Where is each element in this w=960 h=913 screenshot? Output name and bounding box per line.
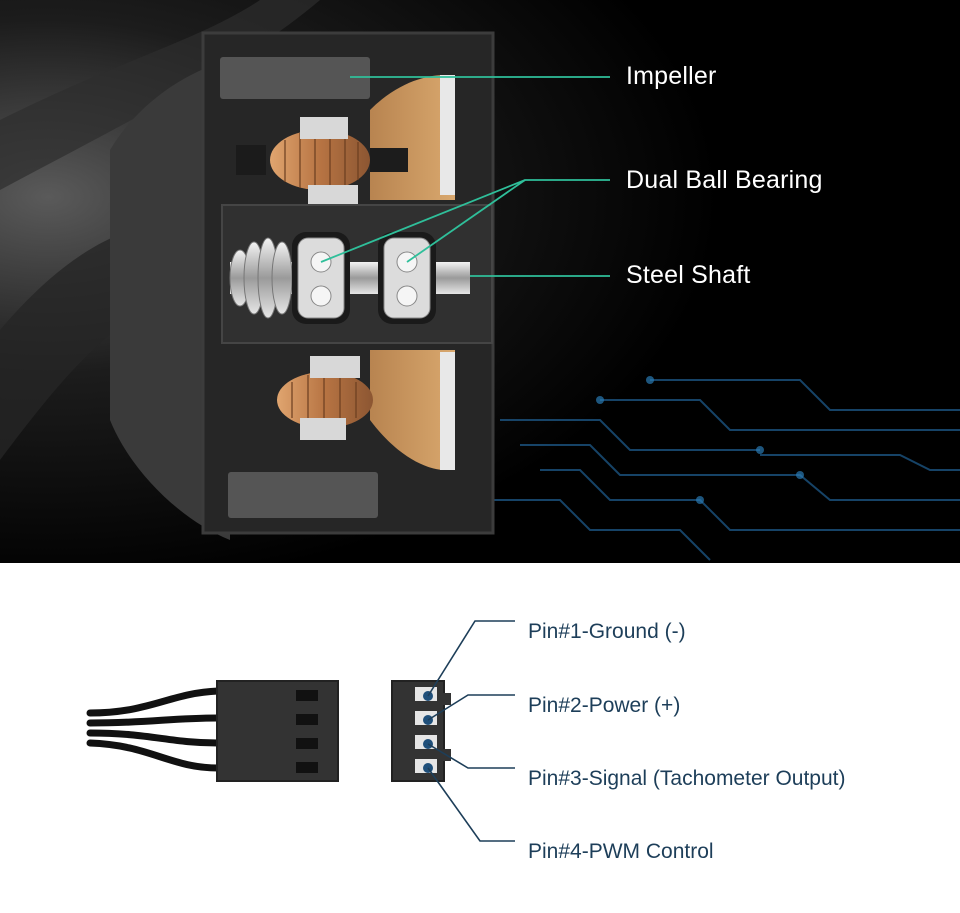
fan-cross-section-panel: Impeller Dual Ball Bearing Steel Shaft [0,0,960,563]
connector-plug [216,680,339,782]
steel-shaft-label: Steel Shaft [626,261,751,289]
pin-2-label: Pin#2-Power (+) [528,694,681,717]
connector-illustration [86,620,515,842]
connector-pinout-panel: Pin#1-Ground (-) Pin#2-Power (+) Pin#3-S… [0,563,960,913]
pin-4-label: Pin#4-PWM Control [528,840,714,863]
impeller-label: Impeller [626,62,717,90]
pin-1-label: Pin#1-Ground (-) [528,620,686,643]
pin-4-leader [427,767,515,842]
pin-2-leader [427,694,515,721]
fan-cross-section-illustration [0,0,960,563]
dual-ball-bearing-label: Dual Ball Bearing [626,166,823,194]
pin-3-label: Pin#3-Signal (Tachometer Output) [528,767,846,790]
pin-1-leader [427,620,515,697]
pin-3-leader [427,743,515,769]
